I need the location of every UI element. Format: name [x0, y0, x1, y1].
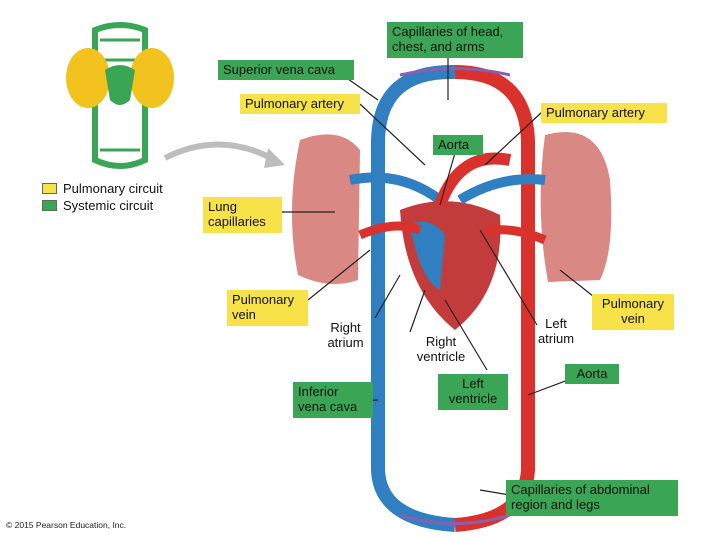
pulmonary-vein-right	[483, 225, 547, 245]
pulmonary-vein-left	[358, 221, 422, 240]
leader-lines	[282, 58, 599, 496]
label-superior-vena-cava: Superior vena cava	[218, 60, 354, 80]
pulmonary-artery-right	[457, 174, 546, 205]
legend-label-pulmonary: Pulmonary circuit	[63, 181, 163, 196]
copyright-notice: © 2015 Pearson Education, Inc.	[6, 520, 127, 530]
systemic-swatch	[42, 200, 57, 211]
label-capillaries-head: Capillaries of head, chest, and arms	[387, 22, 523, 58]
label-inferior-vena-cava: Inferior vena cava	[293, 382, 373, 418]
legend-label-systemic: Systemic circuit	[63, 198, 154, 213]
aortic-arch	[434, 152, 512, 208]
label-lung-capillaries: Lung capillaries	[203, 197, 282, 233]
systemic-vein-loop	[371, 64, 456, 532]
label-capillaries-abdominal: Capillaries of abdominal region and legs	[506, 480, 678, 516]
legend: Pulmonary circuit Systemic circuit	[42, 180, 163, 214]
flow-arrow	[163, 141, 277, 163]
pulmonary-swatch	[42, 183, 57, 194]
label-aorta-bottom: Aorta	[565, 364, 619, 384]
pulmonary-artery-left	[349, 172, 443, 205]
label-pulmonary-vein-right: Pulmonary vein	[592, 294, 674, 330]
label-left-ventricle: Left ventricle	[438, 374, 508, 410]
label-pulmonary-vein-left: Pulmonary vein	[227, 290, 308, 326]
systemic-artery-loop	[454, 65, 535, 532]
label-aorta-top: Aorta	[433, 135, 483, 155]
legend-item-systemic: Systemic circuit	[42, 197, 163, 214]
label-pulmonary-artery-right: Pulmonary artery	[541, 103, 667, 123]
label-right-ventricle: Right ventricle	[416, 334, 466, 364]
heart	[400, 201, 501, 330]
label-right-atrium: Right atrium	[327, 320, 364, 350]
left-lung	[291, 134, 360, 284]
right-lung	[540, 132, 612, 282]
legend-item-pulmonary: Pulmonary circuit	[42, 180, 163, 197]
label-left-atrium: Left atrium	[537, 316, 575, 346]
thumbnail-diagram	[66, 22, 174, 169]
label-pulmonary-artery-left: Pulmonary artery	[240, 94, 360, 114]
